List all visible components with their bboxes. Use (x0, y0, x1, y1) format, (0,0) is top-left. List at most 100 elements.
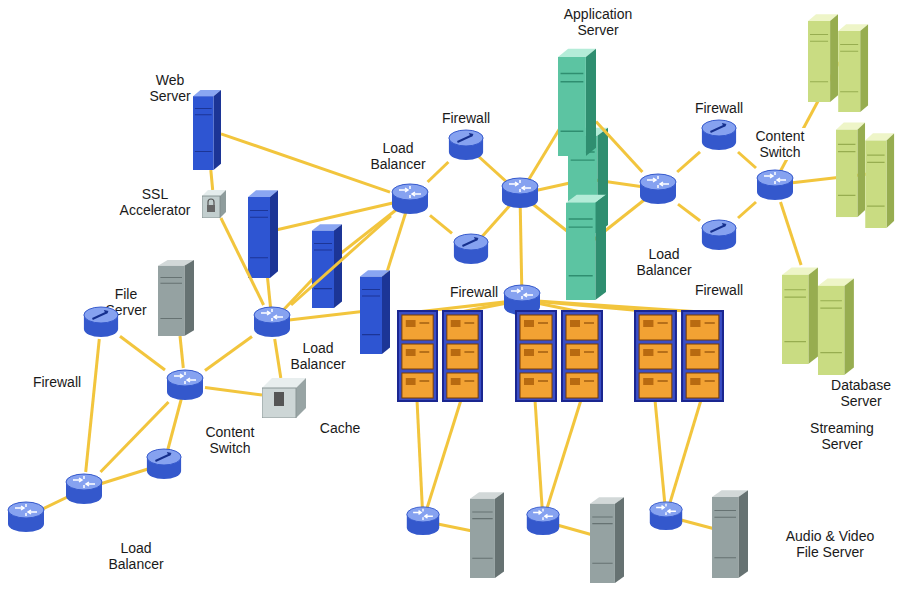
network-device: Web Server (193, 88, 221, 170)
network-cable (221, 134, 390, 192)
network-cable (430, 215, 452, 233)
router-icon (8, 502, 44, 532)
network-device: Database Server (782, 265, 856, 375)
network-cable (596, 122, 642, 172)
network-device: Load Balancer (64, 472, 104, 506)
network-cable (205, 337, 252, 371)
router-icon (650, 502, 682, 530)
firewall-icon (702, 120, 736, 150)
network-device: File Server (158, 258, 194, 336)
router-icon (64, 472, 104, 506)
server-icon (808, 14, 868, 112)
network-device: Firewall (447, 128, 485, 162)
network-device: SSL Accelerator (202, 190, 226, 218)
firewall-icon (84, 307, 118, 337)
router-icon (392, 184, 428, 214)
devices (8, 14, 894, 583)
server-icon (193, 88, 221, 170)
cable (543, 400, 581, 521)
device-label: Firewall (693, 100, 745, 116)
cable (666, 400, 701, 516)
network-cable (781, 202, 802, 265)
server-icon (566, 195, 606, 300)
switch-icon (755, 168, 795, 202)
network-cable (211, 170, 213, 190)
router-icon (502, 178, 538, 208)
router-icon (640, 174, 676, 204)
cable (655, 400, 666, 516)
network-cable (291, 216, 391, 305)
server-icon (782, 265, 856, 375)
network-cable (275, 339, 281, 378)
streaming-rack (516, 311, 602, 401)
server-icon (248, 190, 278, 278)
network-cable (120, 336, 165, 370)
accelerator-icon (202, 190, 226, 218)
device-label: Database Server (829, 377, 893, 409)
router-icon (390, 182, 430, 216)
network-device: Firewall (700, 218, 738, 252)
server-icon (836, 122, 894, 228)
server-icon (193, 90, 221, 170)
device-label: Streaming Server (808, 420, 876, 452)
device-label: SSL Accelerator (118, 186, 193, 218)
firewall-icon (449, 130, 483, 160)
server-icon (158, 260, 194, 336)
switch-icon (167, 370, 203, 400)
device-label: Application Server (562, 6, 635, 38)
device-label: Content Switch (203, 424, 256, 456)
cable (417, 400, 423, 521)
network-device: Load Balancer (638, 172, 678, 206)
network-device: Audio & Video File Server (712, 488, 748, 578)
network-cable (678, 204, 700, 221)
network-device: Content Switch (755, 168, 795, 202)
device-label: Firewall (31, 374, 83, 390)
streaming-rack (398, 311, 482, 401)
device-label: Load Balancer (288, 340, 347, 372)
device-label: Firewall (693, 282, 745, 298)
firewall-icon (147, 449, 181, 479)
router-icon (407, 507, 439, 535)
network-device: Load Balancer (252, 305, 292, 339)
device-label: Cache (318, 420, 362, 436)
firewall-icon (700, 218, 738, 252)
server-icon (312, 224, 342, 308)
server-icon (782, 267, 854, 375)
streaming-rack (634, 310, 724, 402)
server-icon (158, 258, 194, 336)
server-icon (590, 497, 624, 583)
network-cable (428, 162, 449, 182)
network-device: Firewall (82, 305, 120, 339)
server-icon (558, 46, 596, 156)
switch-icon (757, 170, 793, 200)
network-device: Firewall (452, 232, 490, 266)
firewall-icon (454, 234, 488, 264)
device-label: Firewall (440, 110, 492, 126)
device-label: Firewall (448, 284, 500, 300)
network-cable (738, 202, 756, 218)
cable (535, 400, 543, 521)
server-icon (470, 492, 504, 578)
network-cable (180, 336, 183, 368)
network-cable (221, 218, 264, 305)
firewall-icon (452, 232, 490, 266)
network-cable (205, 388, 262, 396)
device-label: Web Server (147, 72, 192, 104)
server-icon (712, 490, 748, 578)
device-label: Load Balancer (368, 140, 427, 172)
network-cable (677, 152, 700, 172)
firewall-icon (702, 220, 736, 250)
network-device: Firewall (700, 118, 738, 152)
cable (423, 400, 461, 521)
firewall-icon (82, 305, 120, 339)
network-device: Streaming Server (634, 310, 724, 402)
network-cable (101, 402, 169, 472)
network-cable (86, 339, 100, 472)
router-icon (527, 507, 559, 535)
cache-icon (262, 378, 306, 418)
device-label: Load Balancer (634, 246, 693, 278)
cable (520, 194, 522, 300)
accelerator-icon (202, 190, 226, 218)
device-label: Content Switch (753, 128, 806, 160)
router-icon (252, 305, 292, 339)
